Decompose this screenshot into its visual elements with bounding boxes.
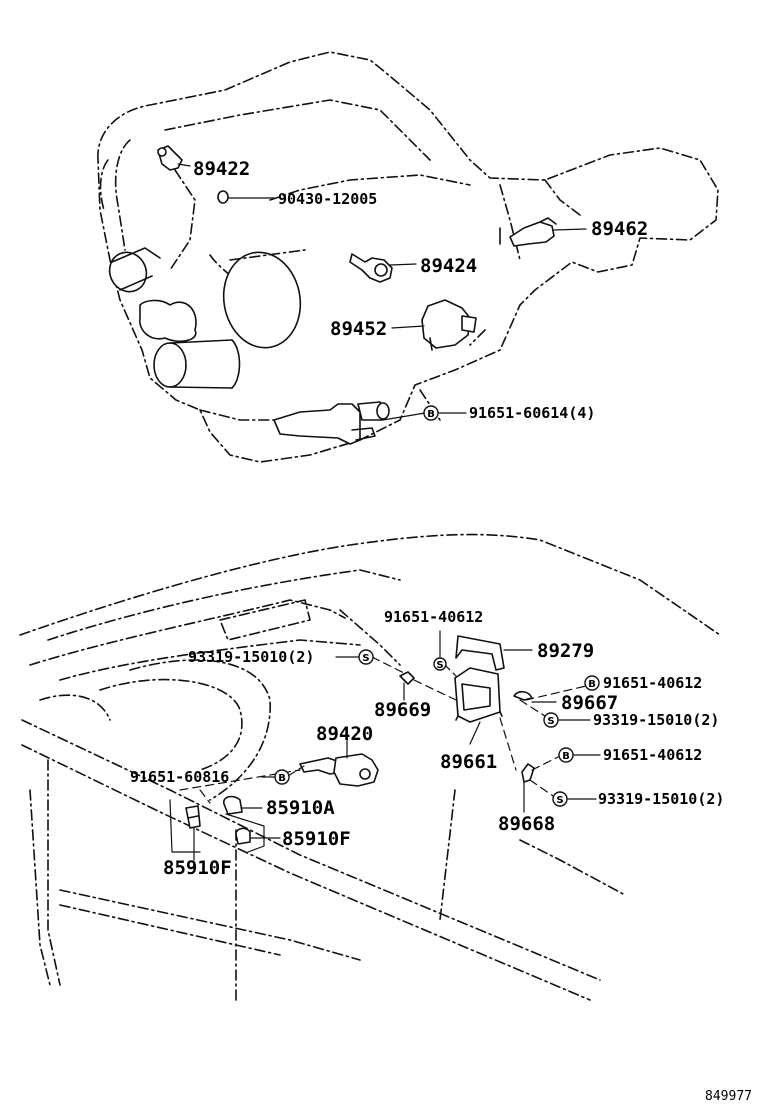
svg-text:B: B	[562, 751, 570, 762]
bulb-85910F-right	[235, 827, 251, 845]
bulb-85910F-left	[185, 805, 201, 829]
screw-icon: S	[358, 649, 374, 665]
label-85910A: 85910A	[266, 797, 335, 819]
svg-text:S: S	[547, 716, 554, 727]
label-91651-60614: 91651-60614(4)	[469, 404, 595, 422]
label-93319-15010-left: 93319-15010(2)	[188, 648, 314, 666]
label-89669: 89669	[374, 699, 431, 721]
o-ring-90430	[217, 190, 229, 204]
label-90430-12005: 90430-12005	[278, 190, 377, 208]
label-89462: 89462	[591, 218, 648, 240]
screw-icon: S	[552, 791, 568, 807]
ecu-89661	[454, 667, 503, 723]
label-89668: 89668	[498, 813, 555, 835]
bulb-85910A	[223, 795, 243, 815]
screw-icon: S	[433, 657, 447, 671]
label-91651-40612-lower: 91651-40612	[603, 746, 702, 764]
sensor-89420	[299, 753, 379, 787]
fastener-markers: B S S B S B B S	[274, 405, 600, 807]
sensor-89462	[509, 217, 557, 247]
screw-icon: S	[543, 712, 559, 728]
bolt-icon: B	[274, 769, 290, 785]
label-89420: 89420	[316, 723, 373, 745]
label-89667: 89667	[561, 692, 618, 714]
actuator-bottom	[273, 401, 390, 445]
sensor-89424	[349, 253, 393, 283]
vehicle-outline	[19, 533, 721, 1001]
svg-text:B: B	[427, 409, 435, 420]
label-85910F-left: 85910F	[163, 857, 232, 879]
label-93319-15010-lower: 93319-15010(2)	[598, 790, 724, 808]
part-labels: 89422 90430-12005 89462 89424 89452 9165…	[130, 158, 724, 879]
diagram-code: 849977	[705, 1089, 752, 1104]
bolt-icon: B	[584, 675, 600, 691]
label-91651-40612-top: 91651-40612	[384, 608, 483, 626]
svg-text:S: S	[556, 795, 563, 806]
svg-text:B: B	[588, 679, 596, 690]
svg-text:S: S	[362, 653, 369, 664]
label-89452: 89452	[330, 318, 387, 340]
bolt-icon: B	[423, 405, 439, 421]
label-85910F-right: 85910F	[282, 828, 351, 850]
sensor-89422	[157, 145, 183, 171]
bolt-icon: B	[558, 747, 574, 763]
leader-lines	[169, 163, 601, 861]
transmission-outline	[97, 51, 719, 463]
svg-text:B: B	[278, 773, 286, 784]
svg-text:S: S	[436, 660, 443, 671]
label-91651-60816: 91651-60816	[130, 768, 229, 786]
label-89422: 89422	[193, 158, 250, 180]
label-89424: 89424	[420, 255, 477, 277]
connector-89669	[399, 671, 415, 685]
label-89279: 89279	[537, 640, 594, 662]
sensor-89452	[421, 299, 477, 351]
label-93319-15010-right: 93319-15010(2)	[593, 711, 719, 729]
label-89661: 89661	[440, 751, 497, 773]
bracket-89279	[455, 635, 505, 671]
label-91651-40612-right: 91651-40612	[603, 674, 702, 692]
sensor-89668	[521, 763, 535, 783]
